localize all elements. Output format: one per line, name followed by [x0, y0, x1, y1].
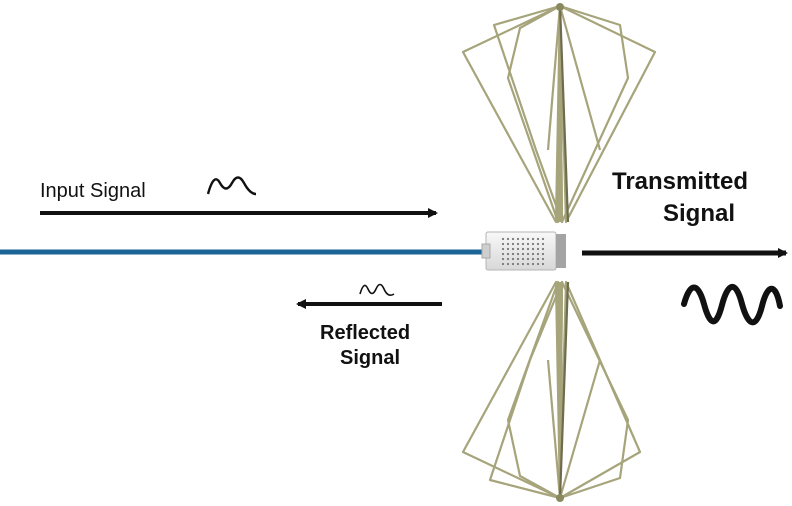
balun-vent-dot: [531, 252, 535, 256]
balun-vent-grid: [501, 237, 545, 266]
antenna-upper-tip: [556, 3, 564, 11]
balun-vent-dot: [536, 252, 540, 256]
balun-vent-dot: [516, 262, 520, 266]
balun-vent-dot: [511, 237, 515, 241]
balun-vent-dot: [506, 257, 510, 261]
balun-vent-dot: [526, 262, 530, 266]
balun-vent-dot: [521, 257, 525, 261]
balun-vent-dot: [536, 242, 540, 246]
balun-vent-dot: [516, 237, 520, 241]
balun-vent-dot: [541, 247, 545, 251]
antenna-lower-element: [461, 280, 642, 500]
balun-vent-dot: [541, 257, 545, 261]
balun-vent-dot: [501, 262, 505, 266]
balun-vent-dot: [506, 247, 510, 251]
balun-vent-dot: [526, 242, 530, 246]
balun-vent-dot: [526, 247, 530, 251]
balun-vent-dot: [531, 257, 535, 261]
antenna-lower-tip: [556, 494, 564, 502]
balun-vent-dot: [516, 252, 520, 256]
balun-vent-dot: [541, 242, 545, 246]
reflected-wave-icon: [359, 283, 395, 296]
balun-vent-dot: [501, 237, 505, 241]
transmitted-label-line2: Signal: [663, 200, 735, 227]
input-wave-icon: [206, 176, 257, 196]
balun-vent-dot: [526, 237, 530, 241]
balun-vent-dot: [541, 252, 545, 256]
balun-box: [481, 231, 566, 271]
transmitted-label-line1: Transmitted: [612, 168, 748, 195]
balun-vent-dot: [536, 247, 540, 251]
balun-vent-dot: [531, 242, 535, 246]
balun-vent-dot: [511, 252, 515, 256]
balun-vent-dot: [536, 262, 540, 266]
balun-vent-dot: [541, 262, 545, 266]
balun-vent-dot: [531, 262, 535, 266]
transmitted-wave-icon: [681, 283, 783, 326]
balun-vent-dot: [501, 252, 505, 256]
balun-vent-dot: [536, 237, 540, 241]
balun-vent-dot: [506, 252, 510, 256]
balun-vent-dot: [541, 237, 545, 241]
balun-vent-dot: [516, 257, 520, 261]
balun-vent-dot: [516, 247, 520, 251]
balun-vent-dot: [501, 247, 505, 251]
antenna-upper-element: [461, 4, 657, 224]
balun-vent-dot: [521, 242, 525, 246]
balun-vent-dot: [511, 257, 515, 261]
balun-vent-dot: [526, 257, 530, 261]
balun-vent-dot: [501, 242, 505, 246]
balun-vent-dot: [531, 247, 535, 251]
reflected-label-line2: Signal: [340, 347, 400, 369]
balun-vent-dot: [536, 257, 540, 261]
input-signal-label: Input Signal: [40, 180, 146, 202]
balun-vent-dot: [506, 242, 510, 246]
balun-vent-dot: [511, 247, 515, 251]
balun-vent-dot: [531, 237, 535, 241]
balun-vent-dot: [501, 257, 505, 261]
balun-vent-dot: [511, 262, 515, 266]
balun-vent-dot: [521, 252, 525, 256]
balun-vent-dot: [516, 242, 520, 246]
balun-vent-dot: [506, 262, 510, 266]
reflected-label-line1: Reflected: [320, 322, 410, 344]
balun-vent-dot: [521, 262, 525, 266]
balun-vent-dot: [526, 252, 530, 256]
balun-vent-dot: [521, 247, 525, 251]
balun-vent-dot: [521, 237, 525, 241]
balun-vent-dot: [511, 242, 515, 246]
balun-vent-dot: [506, 237, 510, 241]
